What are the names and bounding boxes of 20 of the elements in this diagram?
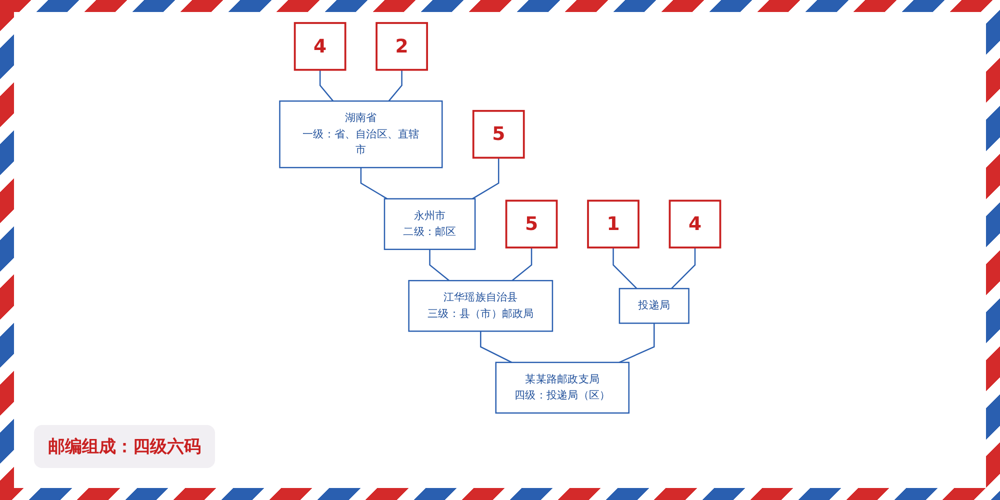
node-box — [384, 198, 476, 250]
connector — [671, 248, 696, 290]
node-box — [279, 100, 443, 168]
node-box — [618, 288, 690, 324]
node-box — [294, 22, 346, 71]
connector — [388, 70, 402, 102]
node-box — [587, 200, 640, 248]
node-box — [408, 280, 554, 332]
note-label: 邮编组成：四级六码 — [34, 425, 215, 468]
connector — [512, 248, 532, 282]
node-box — [376, 22, 428, 71]
node-box — [472, 110, 525, 159]
connector — [360, 168, 388, 200]
connector — [612, 248, 638, 290]
node-box — [668, 200, 722, 248]
node-box — [505, 200, 558, 248]
connector — [319, 70, 334, 102]
node-box — [495, 362, 630, 414]
connector — [429, 249, 450, 282]
connector — [480, 331, 512, 363]
